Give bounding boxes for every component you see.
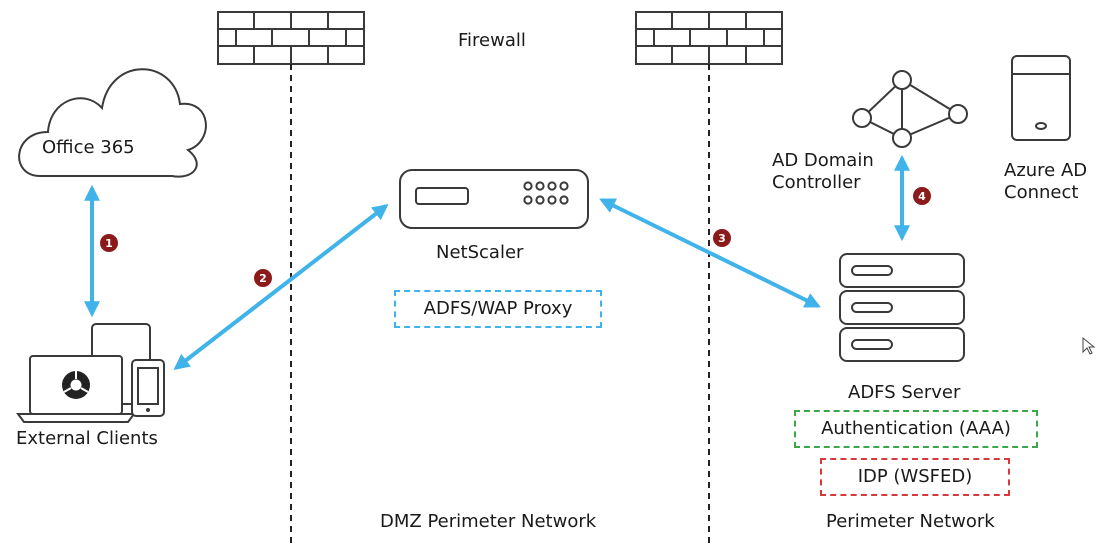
authentication-aaa-box: Authentication (AAA) — [794, 410, 1038, 448]
step-badge-1: 1 — [100, 234, 118, 252]
external-clients-label: External Clients — [16, 428, 158, 449]
adfs-server-icon — [839, 253, 965, 362]
step-badge-3: 3 — [713, 229, 731, 247]
office365-label: Office 365 — [42, 137, 135, 158]
client-devices-icon — [16, 323, 165, 423]
step-badge-4: 4 — [913, 187, 931, 205]
dmz-network-label: DMZ Perimeter Network — [380, 511, 597, 532]
step-badge-2: 2 — [254, 269, 272, 287]
perimeter-network-label: Perimeter Network — [826, 511, 995, 532]
netscaler-appliance-icon — [399, 169, 589, 229]
netscaler-label: NetScaler — [436, 242, 524, 263]
svg-text:1: 1 — [105, 237, 113, 250]
azure-ad-connect-icon — [1011, 55, 1071, 141]
firewall-label: Firewall — [458, 30, 526, 51]
ad-domain-controller-label: AD Domain Controller — [772, 150, 874, 193]
adfs-server-label: ADFS Server — [848, 382, 961, 403]
ad-network-icon — [852, 70, 968, 148]
firewall-right-icon — [635, 11, 783, 65]
arrow-2 — [173, 204, 389, 370]
adfs-wap-proxy-box: ADFS/WAP Proxy — [394, 290, 602, 328]
svg-text:2: 2 — [259, 272, 267, 285]
svg-text:4: 4 — [918, 190, 926, 203]
idp-wsfed-box: IDP (WSFED) — [820, 458, 1010, 496]
arrow-3 — [599, 198, 821, 308]
svg-text:3: 3 — [718, 232, 726, 245]
firewall-left-icon — [217, 11, 365, 65]
azure-ad-connect-label: Azure AD Connect — [1004, 160, 1088, 203]
cursor-icon — [1082, 336, 1096, 355]
cloud-icon — [18, 68, 207, 178]
